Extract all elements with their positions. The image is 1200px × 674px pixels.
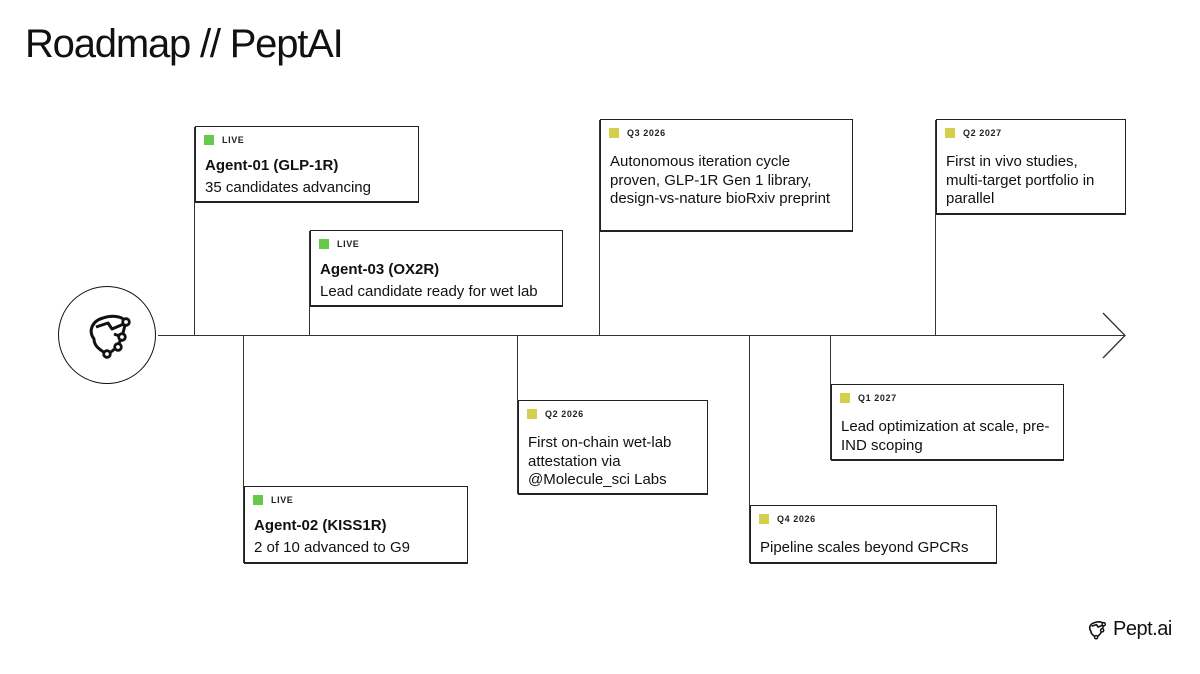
milestone-description: Lead candidate ready for wet lab (320, 283, 538, 300)
status-square (319, 239, 329, 249)
status-square (840, 393, 850, 403)
status-badge: Q2 2026 (527, 409, 584, 419)
milestone-card-q1-2027: Q1 2027 Lead optimization at scale, pre-… (831, 384, 1064, 461)
milestone-description: 35 candidates advancing (205, 179, 371, 196)
milestone-card-q3-2026: Q3 2026 Autonomous iteration cycle prove… (600, 119, 853, 232)
status-badge: LIVE (319, 239, 359, 249)
status-badge: Q3 2026 (609, 128, 666, 138)
molecule-logo-icon (89, 314, 131, 359)
timeline-arrowhead (1102, 312, 1126, 359)
milestone-card-q2-2026: Q2 2026 First on-chain wet-lab attestati… (518, 400, 708, 495)
milestone-title: Agent-03 (OX2R) (320, 261, 440, 278)
status-square (204, 135, 214, 145)
milestone-title: Agent-02 (KISS1R) (254, 517, 387, 534)
milestone-card-agent-01: LIVE Agent-01 (GLP-1R) 35 candidates adv… (195, 126, 419, 203)
status-square (253, 495, 263, 505)
status-badge: LIVE (253, 495, 293, 505)
milestone-card-agent-03: LIVE Agent-03 (OX2R) Lead candidate read… (310, 230, 563, 307)
status-badge: Q4 2026 (759, 514, 816, 524)
milestone-description: 2 of 10 advanced to G9 (254, 539, 410, 556)
milestone-description: Autonomous iteration cycle proven, GLP-1… (610, 153, 831, 207)
main-logo (58, 286, 156, 384)
status-badge: Q2 2027 (945, 128, 1002, 138)
milestone-title: Agent-01 (GLP-1R) (205, 157, 339, 174)
milestone-card-q4-2026: Q4 2026 Pipeline scales beyond GPCRs (750, 505, 997, 564)
milestone-card-q2-2027: Q2 2027 First in vivo studies, multi-tar… (936, 119, 1126, 215)
status-badge: Q1 2027 (840, 393, 897, 403)
pept-logo-icon (1088, 621, 1107, 640)
status-square (527, 409, 537, 419)
milestone-description: First in vivo studies, multi-target port… (946, 153, 1095, 207)
milestone-card-agent-02: LIVE Agent-02 (KISS1R) 2 of 10 advanced … (244, 486, 468, 564)
status-square (945, 128, 955, 138)
milestone-description: Pipeline scales beyond GPCRs (760, 539, 969, 556)
status-square (609, 128, 619, 138)
milestone-description: Lead optimization at scale, pre-IND scop… (841, 418, 1050, 454)
status-badge: LIVE (204, 135, 244, 145)
milestone-description: First on-chain wet-lab attestation via @… (528, 434, 672, 488)
status-square (759, 514, 769, 524)
footer-logo: Pept.ai (1086, 618, 1172, 641)
page-title: Roadmap // PeptAI (25, 22, 344, 66)
footer-brand: Pept.ai (1113, 618, 1172, 640)
